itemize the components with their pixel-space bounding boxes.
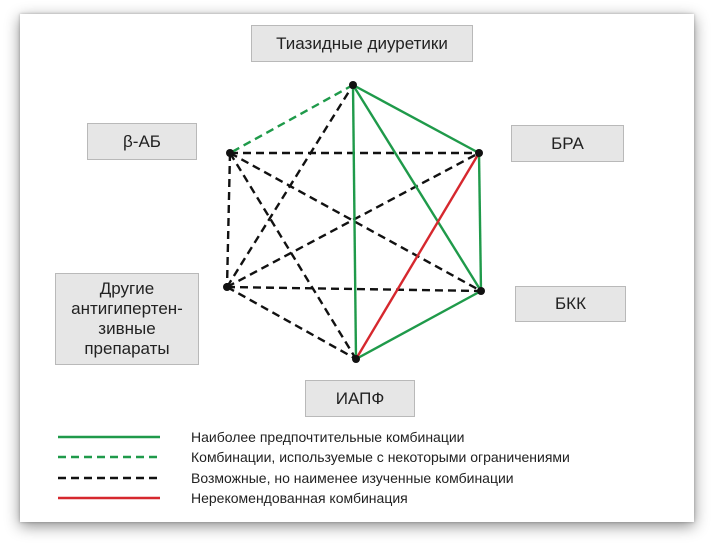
node-bab-label: β-АБ <box>123 131 161 151</box>
node-iapf-label: ИАПФ <box>335 388 385 408</box>
vertex-bra <box>475 149 483 157</box>
edge-other-thiazide <box>225 84 355 288</box>
edge-bra-bkk <box>477 152 483 292</box>
node-other-label: Другие антигипертен- зивные препараты <box>71 279 183 358</box>
node-bra: БРА <box>511 125 624 162</box>
edge-thiazide-bab <box>229 83 354 155</box>
node-bkk: БКК <box>515 286 626 322</box>
edge-bab-iapf <box>228 152 358 360</box>
node-other-antihypertensives: Другие антигипертен- зивные препараты <box>55 273 199 365</box>
edge-bab-other <box>225 152 232 288</box>
vertex-bab <box>226 149 234 157</box>
edge-other-bra <box>226 151 480 289</box>
node-bkk-label: БКК <box>555 294 586 313</box>
node-thiazide-diuretics: Тиазидные диуретики <box>251 25 473 62</box>
vertex-bkk <box>477 287 485 295</box>
node-thiazide-label: Тиазидные диуретики <box>276 33 448 53</box>
vertex-other <box>223 283 231 291</box>
legend-label-limited: Комбинации, используемые с некоторыми ог… <box>191 449 570 465</box>
edge-thiazide-bkk <box>351 84 483 292</box>
node-bra-label: БРА <box>551 133 584 153</box>
edge-other-iapf <box>226 285 357 361</box>
diagram-card: Тиазидные диуретики β-АБ БРА Другие анти… <box>20 14 694 522</box>
edge-thiazide-iapf <box>351 84 358 360</box>
legend-label-possible: Возможные, но наименее изученные комбина… <box>191 470 514 486</box>
vertex-thiazide <box>349 81 357 89</box>
legend-label-not-recommended: Нерекомендованная комбинация <box>191 490 408 506</box>
edge-other-bkk <box>226 285 482 293</box>
edge-bra-iapf <box>354 152 481 360</box>
edge-thiazide-bra <box>352 83 480 155</box>
vertex-iapf <box>352 355 360 363</box>
edge-bkk-iapf <box>355 289 482 361</box>
legend-label-preferred: Наиболее предпочтительные комбинации <box>191 429 465 445</box>
combination-graph <box>58 81 485 500</box>
node-iapf: ИАПФ <box>305 380 415 417</box>
node-beta-blockers: β-АБ <box>87 123 197 160</box>
